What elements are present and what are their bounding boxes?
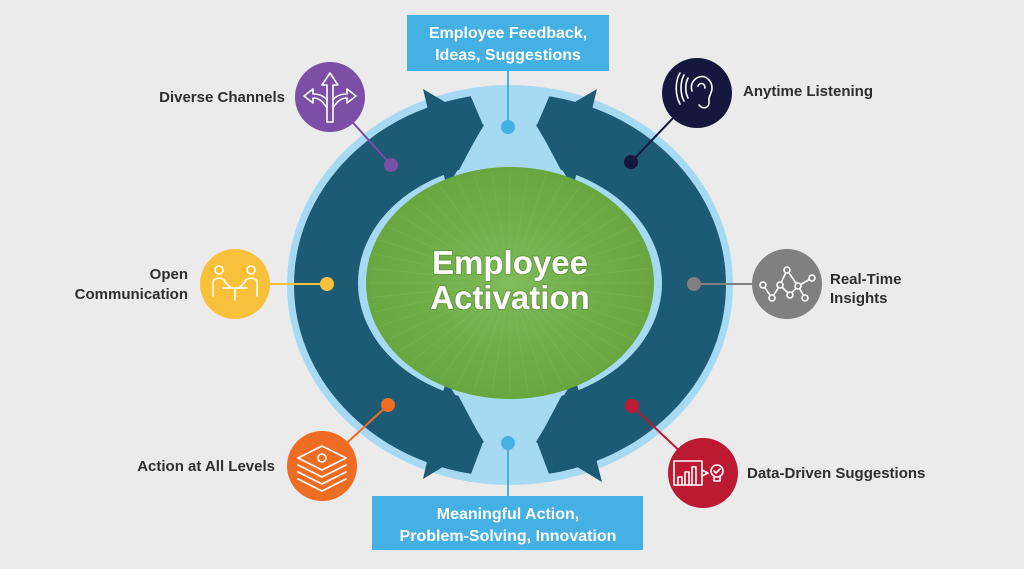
ray: [509, 282, 646, 313]
ray: [473, 282, 511, 392]
ray: [509, 282, 547, 392]
connector-dot: [384, 158, 398, 172]
top-dot: [501, 120, 515, 134]
ray: [410, 203, 511, 284]
center-ellipse: [366, 167, 654, 399]
ray: [491, 282, 511, 395]
center-title-line2: Activation: [430, 279, 590, 316]
ray: [509, 226, 632, 284]
ray: [509, 193, 596, 284]
ray: [509, 282, 640, 327]
arrowhead-bottom-left: [423, 380, 484, 479]
layers-icon: [297, 445, 347, 492]
item-open-communication: Open Communication: [75, 249, 334, 319]
ray: [509, 185, 581, 284]
item-label-line1: Open: [150, 266, 188, 283]
ray: [388, 226, 511, 284]
item-label: Action at All Levels: [137, 458, 275, 475]
ray: [388, 282, 511, 340]
item-real-time-insights: Real-Time Insights: [687, 249, 901, 319]
item-label-line2: Communication: [75, 286, 188, 303]
icon-circle: [200, 249, 270, 319]
ray: [380, 239, 511, 284]
ray: [509, 282, 649, 298]
item-label: Diverse Channels: [159, 89, 285, 106]
ray: [509, 282, 596, 373]
icon-circle: [295, 62, 365, 132]
ray: [456, 282, 511, 387]
bottom-dot: [501, 436, 515, 450]
ray: [380, 282, 511, 327]
item-data-driven-suggestions: Data-Driven Suggestions: [625, 399, 925, 508]
arrowhead-top-right: [536, 89, 597, 188]
arrowhead-top-left: [423, 89, 484, 188]
ray: [371, 268, 511, 284]
bottom-box-line2: Problem-Solving, Innovation: [400, 528, 617, 545]
item-label: Anytime Listening: [743, 83, 873, 100]
center-rays: [370, 171, 650, 395]
ray: [509, 253, 646, 284]
icon-circle: [668, 438, 738, 508]
item-diverse-channels: Diverse Channels: [159, 62, 398, 172]
ray: [509, 171, 529, 284]
ray: [509, 203, 610, 284]
ray: [439, 185, 511, 284]
ray: [509, 282, 564, 387]
icon-circle: [287, 431, 357, 501]
connector-dot: [625, 399, 639, 413]
ray: [424, 193, 511, 284]
connector-dot: [687, 277, 701, 291]
ray: [509, 282, 622, 352]
center-title-line1: Employee: [432, 244, 588, 281]
ray: [509, 282, 529, 395]
ray: [456, 179, 511, 284]
ray: [509, 282, 581, 381]
split-arrows-icon: [303, 72, 357, 123]
network-graph-icon: [759, 266, 816, 302]
ray: [509, 179, 564, 284]
chart-to-idea-icon: [673, 460, 724, 486]
top-box-line2: Ideas, Suggestions: [435, 47, 581, 64]
ear-icon: [675, 72, 713, 109]
ray: [398, 282, 511, 352]
ray: [398, 214, 511, 284]
icon-circle: [662, 58, 732, 128]
meeting-icon: [212, 265, 258, 301]
ray: [491, 171, 511, 284]
item-action-at-all-levels: Action at All Levels: [137, 398, 395, 501]
ray: [509, 239, 640, 284]
item-label-line2: Insights: [830, 290, 888, 307]
connector-dot: [320, 277, 334, 291]
item-label: Data-Driven Suggestions: [747, 465, 925, 482]
bottom-box-line1: Meaningful Action,: [437, 506, 580, 523]
ray: [509, 282, 610, 363]
bottom-box: [372, 496, 643, 550]
connector-dot: [381, 398, 395, 412]
ray: [371, 282, 511, 298]
top-box: [407, 15, 609, 71]
ray: [410, 282, 511, 363]
ray: [473, 174, 511, 284]
arrowhead-bottom-right: [536, 377, 602, 482]
top-box-line1: Employee Feedback,: [429, 25, 587, 42]
ray: [509, 268, 649, 284]
item-anytime-listening: Anytime Listening: [624, 58, 873, 169]
ray: [374, 282, 511, 313]
ray: [509, 214, 622, 284]
ray: [509, 282, 632, 340]
item-label-line1: Real-Time: [830, 271, 901, 288]
ray: [374, 253, 511, 284]
ray: [509, 174, 547, 284]
ray: [439, 282, 511, 381]
ray: [424, 282, 511, 373]
connector-dot: [624, 155, 638, 169]
